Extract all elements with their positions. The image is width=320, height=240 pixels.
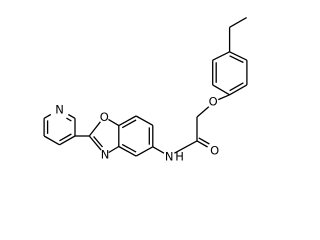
bond (121, 119, 137, 129)
bond (88, 121, 101, 137)
bond (43, 113, 52, 119)
bond (59, 133, 72, 142)
amide-hydrogen-label: H (175, 149, 184, 163)
bond (229, 55, 244, 64)
molecule-structure-diagram: N O N N H O O (43, 17, 248, 163)
benzene-ring (118, 115, 154, 157)
bond (196, 140, 208, 148)
amide-nitrogen-label: N (165, 149, 174, 163)
bond (212, 51, 230, 61)
bond (229, 17, 247, 28)
bond (198, 137, 210, 145)
bond (229, 84, 248, 96)
bond (174, 140, 198, 154)
bond (212, 84, 230, 96)
bond (108, 118, 120, 127)
bond (93, 135, 103, 148)
bond (218, 94, 230, 101)
bond (66, 117, 72, 122)
oxazole-oxygen-label: O (100, 110, 109, 124)
bond (135, 146, 154, 157)
ether-oxygen-label: O (209, 94, 218, 108)
bond (88, 135, 102, 151)
bond (229, 82, 244, 92)
pyridine-nitrogen-label: N (55, 103, 64, 117)
bond (43, 135, 60, 146)
bond (121, 143, 137, 153)
phenyl-ring (212, 51, 248, 96)
bond (229, 51, 248, 61)
bond (118, 145, 137, 157)
bond (59, 135, 76, 146)
bond (67, 113, 76, 119)
ethyl-group (228, 17, 247, 52)
bond (196, 106, 210, 118)
bond (108, 145, 120, 154)
oxazole-ring (88, 118, 120, 154)
bond (135, 115, 154, 126)
amide-linker (152, 94, 230, 154)
pyridine-ring (43, 113, 76, 146)
bond (152, 146, 165, 154)
carbonyl-oxygen-label: O (210, 144, 219, 158)
bond (118, 115, 137, 127)
oxazole-nitrogen-label: N (101, 148, 110, 162)
